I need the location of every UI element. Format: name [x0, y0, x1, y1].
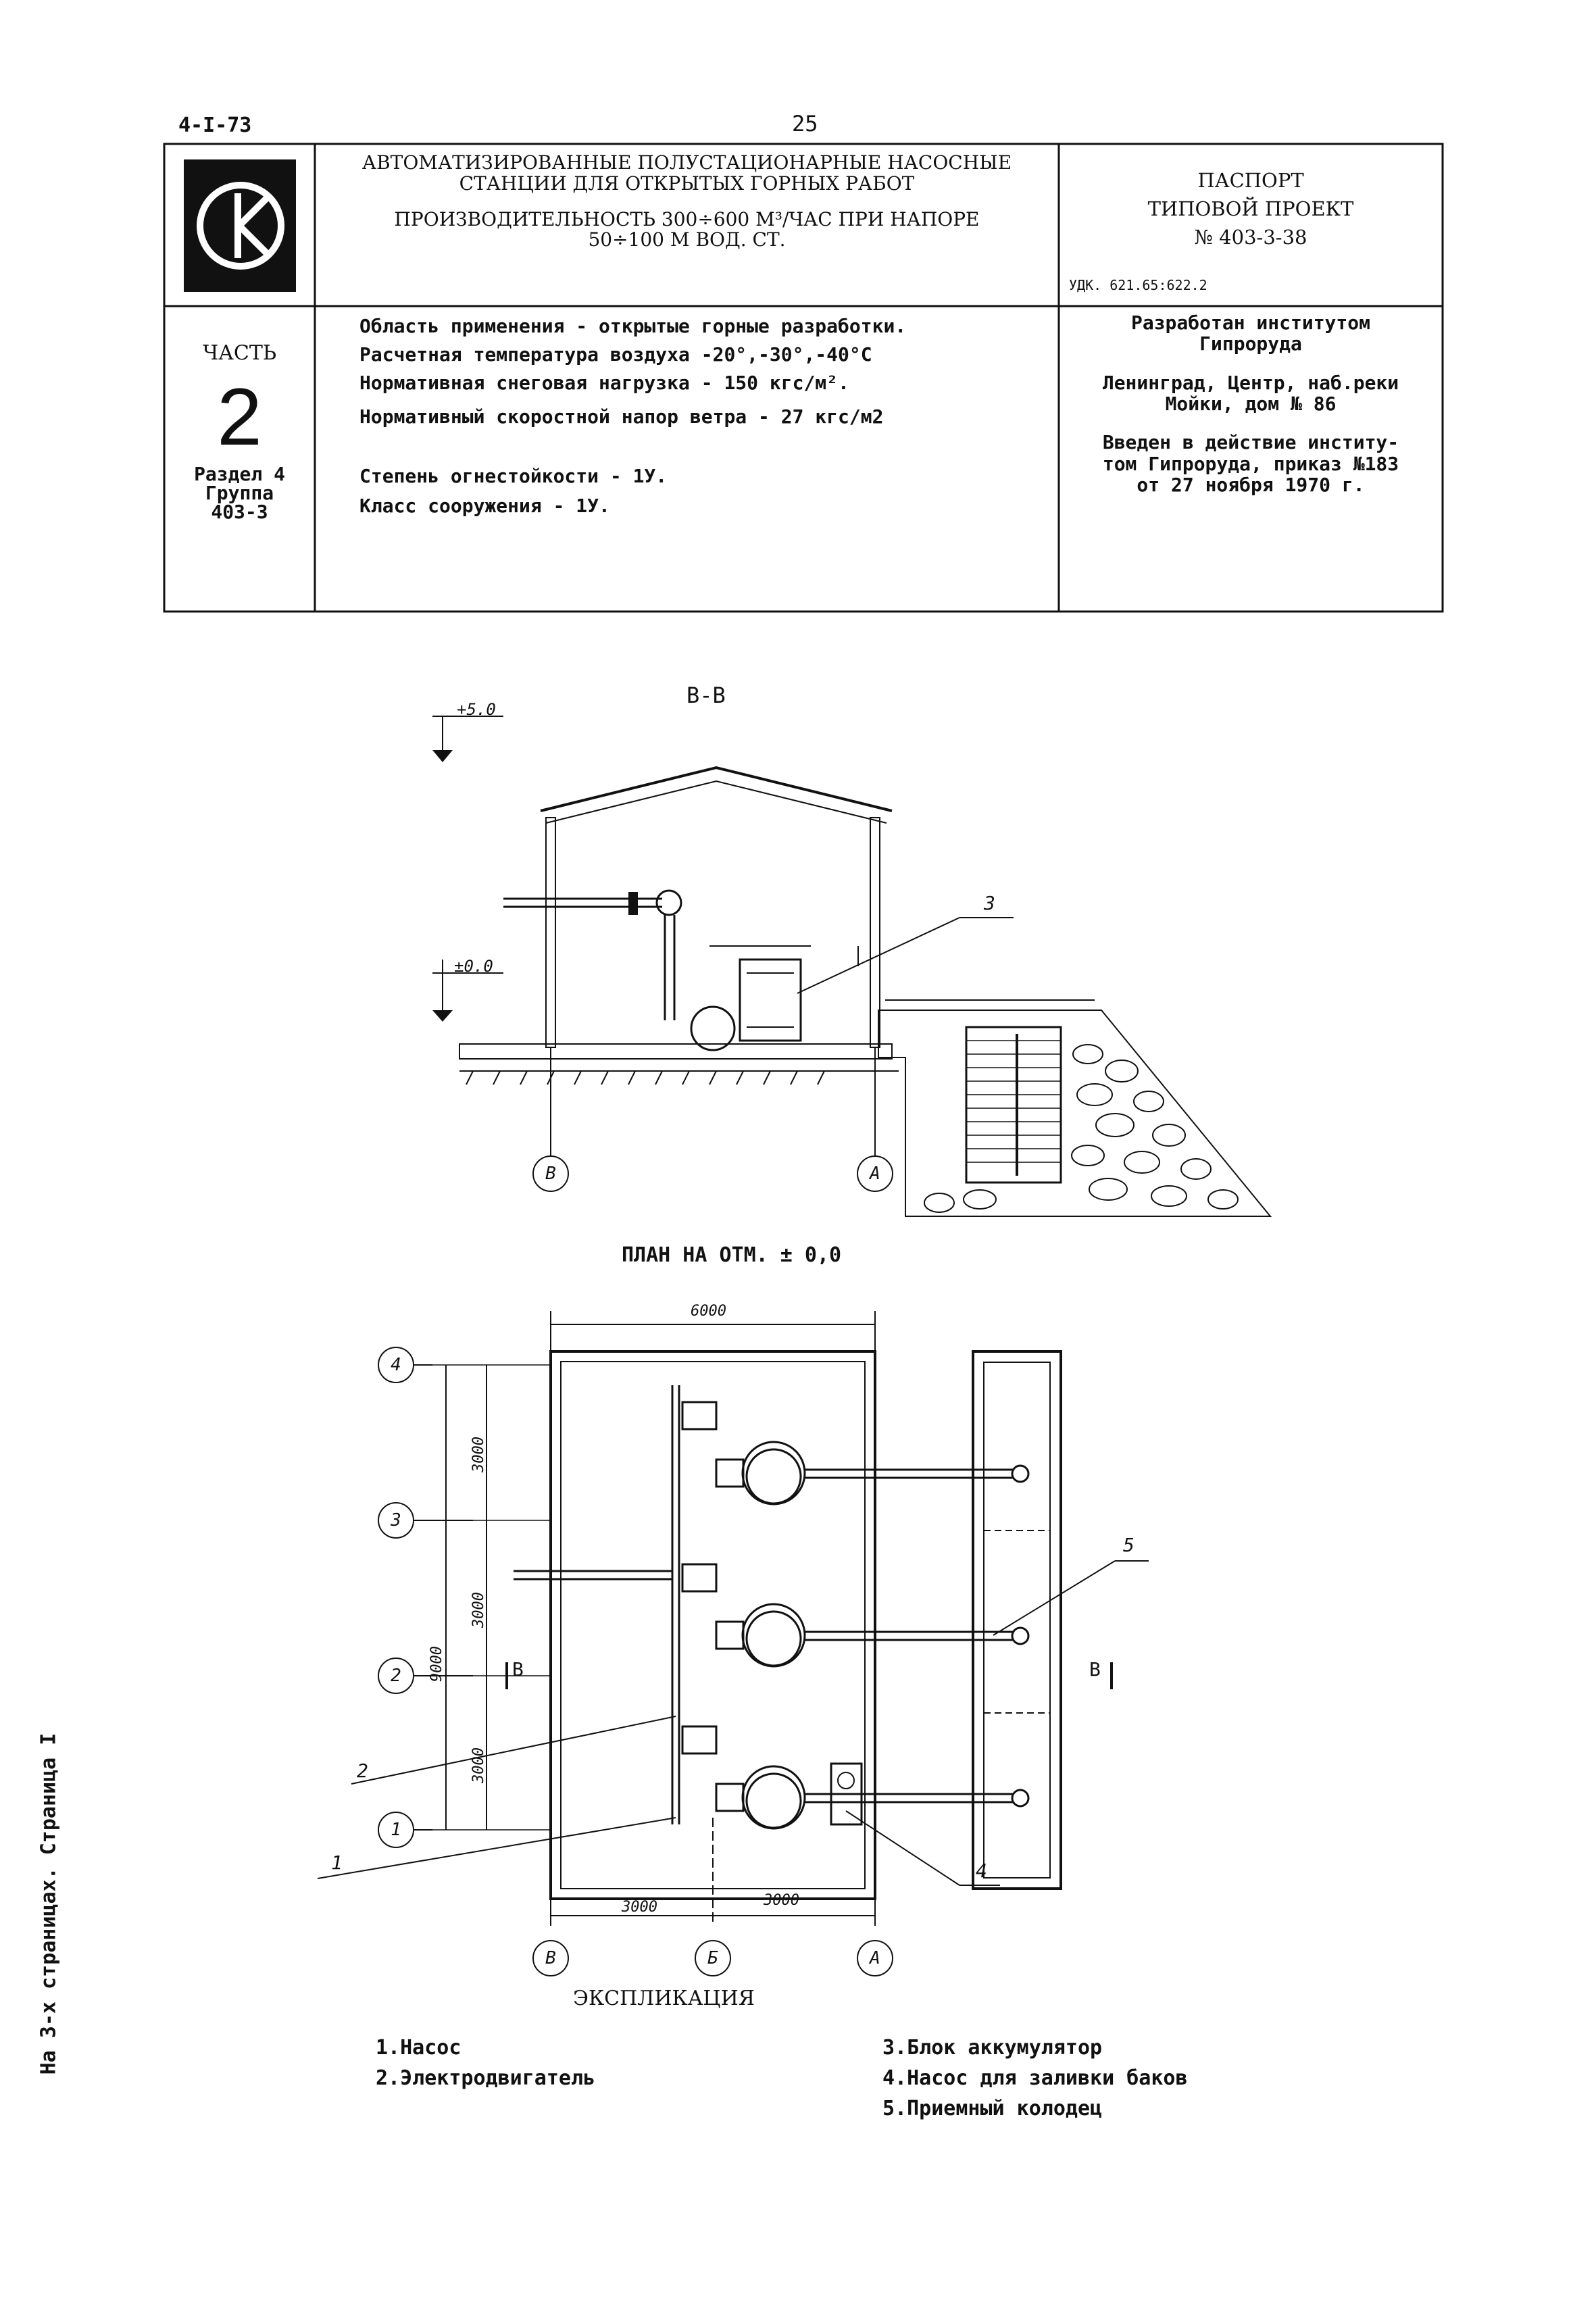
plan-dim-3000: 3000: [470, 1747, 487, 1783]
level-top-label: +5.0: [457, 700, 496, 719]
axis-label-a: А: [870, 1948, 880, 1968]
section-drawing: [432, 716, 1272, 1217]
explication-title: ЭКСПЛИКАЦИЯ: [573, 1987, 755, 2010]
title-line2: СТАНЦИИ ДЛЯ ОТКРЫТЫХ ГОРНЫХ РАБОТ: [459, 172, 915, 195]
axis-circle-1: [378, 1812, 414, 1848]
axis-label-2: 2: [391, 1666, 401, 1686]
filling-pump-box: [830, 1762, 863, 1826]
header-title: АВТОМАТИЗИРОВАННЫЕ ПОЛУСТАЦИОНАРНЫЕ НАСО…: [315, 151, 1059, 251]
axis-label-1: 1: [391, 1820, 401, 1840]
pump-body: [690, 1005, 736, 1051]
pump-units: [681, 1401, 806, 1830]
doc-code: 4-I-73: [178, 114, 252, 137]
spec-item: Нормативный скоростной напор ветра - 27 …: [359, 405, 884, 428]
section-axis-b: В: [545, 1164, 556, 1184]
logo-mark: [197, 182, 284, 270]
plan-dim-width: 6000: [691, 1303, 726, 1320]
explication-left: 1.Насос 2.Электродвигатель: [376, 2033, 595, 2093]
spec-item: Область применения - открытые горные раз…: [359, 315, 907, 337]
axis-circle-a: [857, 1155, 893, 1192]
receiving-well-plan: [972, 1350, 1062, 1890]
section-title: В-В: [687, 682, 726, 708]
spec-item: Степень огнестойкости - 1У.: [359, 465, 668, 487]
perf-line1: ПРОИЗВОДИТЕЛЬНОСТЬ 300÷600 М³/ЧАС ПРИ НА…: [394, 207, 980, 230]
developer-intro1: Введен в действие институ-: [1102, 431, 1399, 454]
explication-item: 5.Приемный колодец: [882, 2097, 1103, 2120]
cut-marker-right: В: [1089, 1658, 1101, 1681]
axis-label-4: 4: [391, 1355, 401, 1375]
level-zero-label: ±0.0: [454, 957, 493, 976]
building-outline: [549, 1350, 876, 1900]
passport-label: ПАСПОРТ: [1197, 169, 1304, 192]
spec-item: Класс сооружения - 1У.: [359, 495, 610, 517]
page-number: 25: [792, 111, 818, 136]
perf-line2: 50÷100 М ВОД. СТ.: [588, 228, 786, 251]
developer-intro3: от 27 ноября 1970 г.: [1137, 474, 1365, 497]
embankment: [878, 1010, 1272, 1217]
section-label: Раздел 4: [194, 463, 285, 485]
plan-dim-3000: 3000: [470, 1592, 487, 1628]
spec-item: Нормативная снеговая нагрузка - 150 кгс/…: [359, 372, 849, 394]
plan-dim-3000: 3000: [470, 1437, 487, 1472]
developer-line2: Гипроруда: [1199, 332, 1302, 355]
plan-callout-1: 1: [331, 1851, 343, 1874]
plan-callout-2: 2: [357, 1760, 368, 1782]
accumulator-block: [739, 958, 802, 1042]
roof: [540, 766, 893, 812]
section-callout-3: 3: [984, 892, 995, 914]
passport-block: ПАСПОРТ ТИПОВОЙ ПРОЕКТ № 403-3-38: [1059, 166, 1443, 251]
plan-callout-5: 5: [1123, 1534, 1134, 1556]
axis-circle-v: [532, 1940, 569, 1976]
axis-circle-4: [378, 1347, 414, 1383]
group-number: 403-3: [211, 501, 268, 523]
part-label: ЧАСТЬ: [202, 341, 277, 365]
axis-circle-2: [378, 1658, 414, 1694]
axis-label-b: Б: [707, 1948, 718, 1968]
logo: [184, 159, 296, 292]
cut-marker-left: В: [512, 1658, 524, 1681]
developer-block: Разработан институтом Гипроруда Ленингра…: [1059, 312, 1443, 496]
explication-item: 1.Насос: [376, 2036, 462, 2060]
plan-title: ПЛАН НА ОТМ. ± 0,0: [622, 1243, 842, 1267]
axis-circle-b2: [695, 1940, 731, 1976]
explication-right: 3.Блок аккумулятор 4.Насос для заливки б…: [882, 2033, 1188, 2124]
part-block: ЧАСТЬ 2 Раздел 4 Группа 403-3: [164, 341, 315, 522]
axis-circle-3: [378, 1502, 414, 1539]
explication-item: 3.Блок аккумулятор: [882, 2036, 1103, 2060]
part-number: 2: [217, 372, 262, 462]
axis-circle-b: [532, 1155, 569, 1192]
udk-code: УДК. 621.65:622.2: [1069, 277, 1207, 293]
developer-intro2: том Гипроруда, приказ №183: [1102, 452, 1399, 475]
developer-addr1: Ленинград, Центр, наб.реки: [1102, 371, 1399, 394]
specs-list: Область применения - открытые горные раз…: [359, 315, 906, 524]
group-label: Группа: [205, 482, 274, 504]
developer-addr2: Мойки, дом № 86: [1165, 393, 1337, 416]
developer-line1: Разработан институтом: [1130, 312, 1370, 334]
plan-drawing: [317, 1311, 1149, 1926]
axis-label-v: В: [545, 1948, 556, 1968]
rock-fill: [924, 1044, 1239, 1213]
plan-axis-circles-bottom: [532, 1940, 893, 1976]
floor-slab: [459, 1043, 893, 1060]
axis-label-3: 3: [391, 1510, 401, 1530]
section-axis-a: А: [870, 1164, 880, 1184]
explication-item: 4.Насос для заливки баков: [882, 2066, 1188, 2090]
plan-callout-4: 4: [976, 1860, 987, 1882]
header-frame: [163, 143, 1444, 613]
plan-dim-3000: 3000: [764, 1892, 799, 1909]
project-type: ТИПОВОЙ ПРОЕКТ: [1147, 197, 1354, 221]
title-line1: АВТОМАТИЗИРОВАННЫЕ ПОЛУСТАЦИОНАРНЫЕ НАСО…: [361, 151, 1012, 174]
explication-item: 2.Электродвигатель: [376, 2066, 596, 2090]
project-number: № 403-3-38: [1194, 226, 1307, 249]
column-b: [545, 817, 556, 1048]
receiving-well: [965, 1026, 1062, 1184]
axis-circle-a2: [857, 1940, 893, 1976]
plan-dim-height: 9000: [428, 1646, 445, 1682]
spec-item: Расчетная температура воздуха -20°,-30°,…: [359, 343, 872, 366]
plan-dim-3000: 3000: [622, 1899, 657, 1916]
